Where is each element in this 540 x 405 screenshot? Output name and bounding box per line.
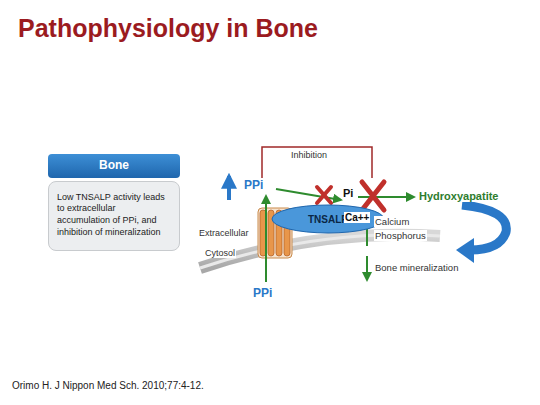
effect-label: Phosphorus bbox=[374, 230, 427, 241]
citation: Orimo H. J Nippon Med Sch. 2010;77:4-12. bbox=[12, 380, 204, 391]
effect-label: Bone mineralization bbox=[374, 262, 459, 273]
inhibition-bracket bbox=[262, 147, 372, 178]
effect-label: Calcium bbox=[374, 216, 410, 227]
transport-arrow bbox=[265, 196, 267, 282]
inhibition-label: Inhibition bbox=[290, 150, 328, 160]
slide-title: Pathophysiology in Bone bbox=[18, 14, 318, 43]
decrease-arrow bbox=[366, 256, 368, 280]
panel-body: Low TNSALP activity leads to extracellul… bbox=[48, 181, 180, 252]
molecule-label: PPi bbox=[243, 178, 264, 192]
product-label: Hydroxyapatite bbox=[418, 190, 499, 202]
block-mark bbox=[317, 187, 331, 203]
panel-heading: Bone bbox=[48, 154, 180, 178]
molecule-label: Pi bbox=[342, 187, 354, 199]
block-mark bbox=[362, 182, 384, 210]
mineral-arrow bbox=[358, 196, 414, 198]
hydrolysis-arrow bbox=[276, 189, 341, 200]
ion-label: Ca++ bbox=[344, 212, 370, 223]
region-label: Cytosol bbox=[204, 248, 236, 258]
molecule-label: PPi bbox=[252, 286, 273, 300]
cycle-arrow-head bbox=[456, 238, 474, 263]
increase-arrow bbox=[227, 176, 231, 200]
info-panel: BoneLow TNSALP activity leads to extrace… bbox=[48, 154, 180, 251]
region-label: Extracellular bbox=[198, 228, 250, 238]
